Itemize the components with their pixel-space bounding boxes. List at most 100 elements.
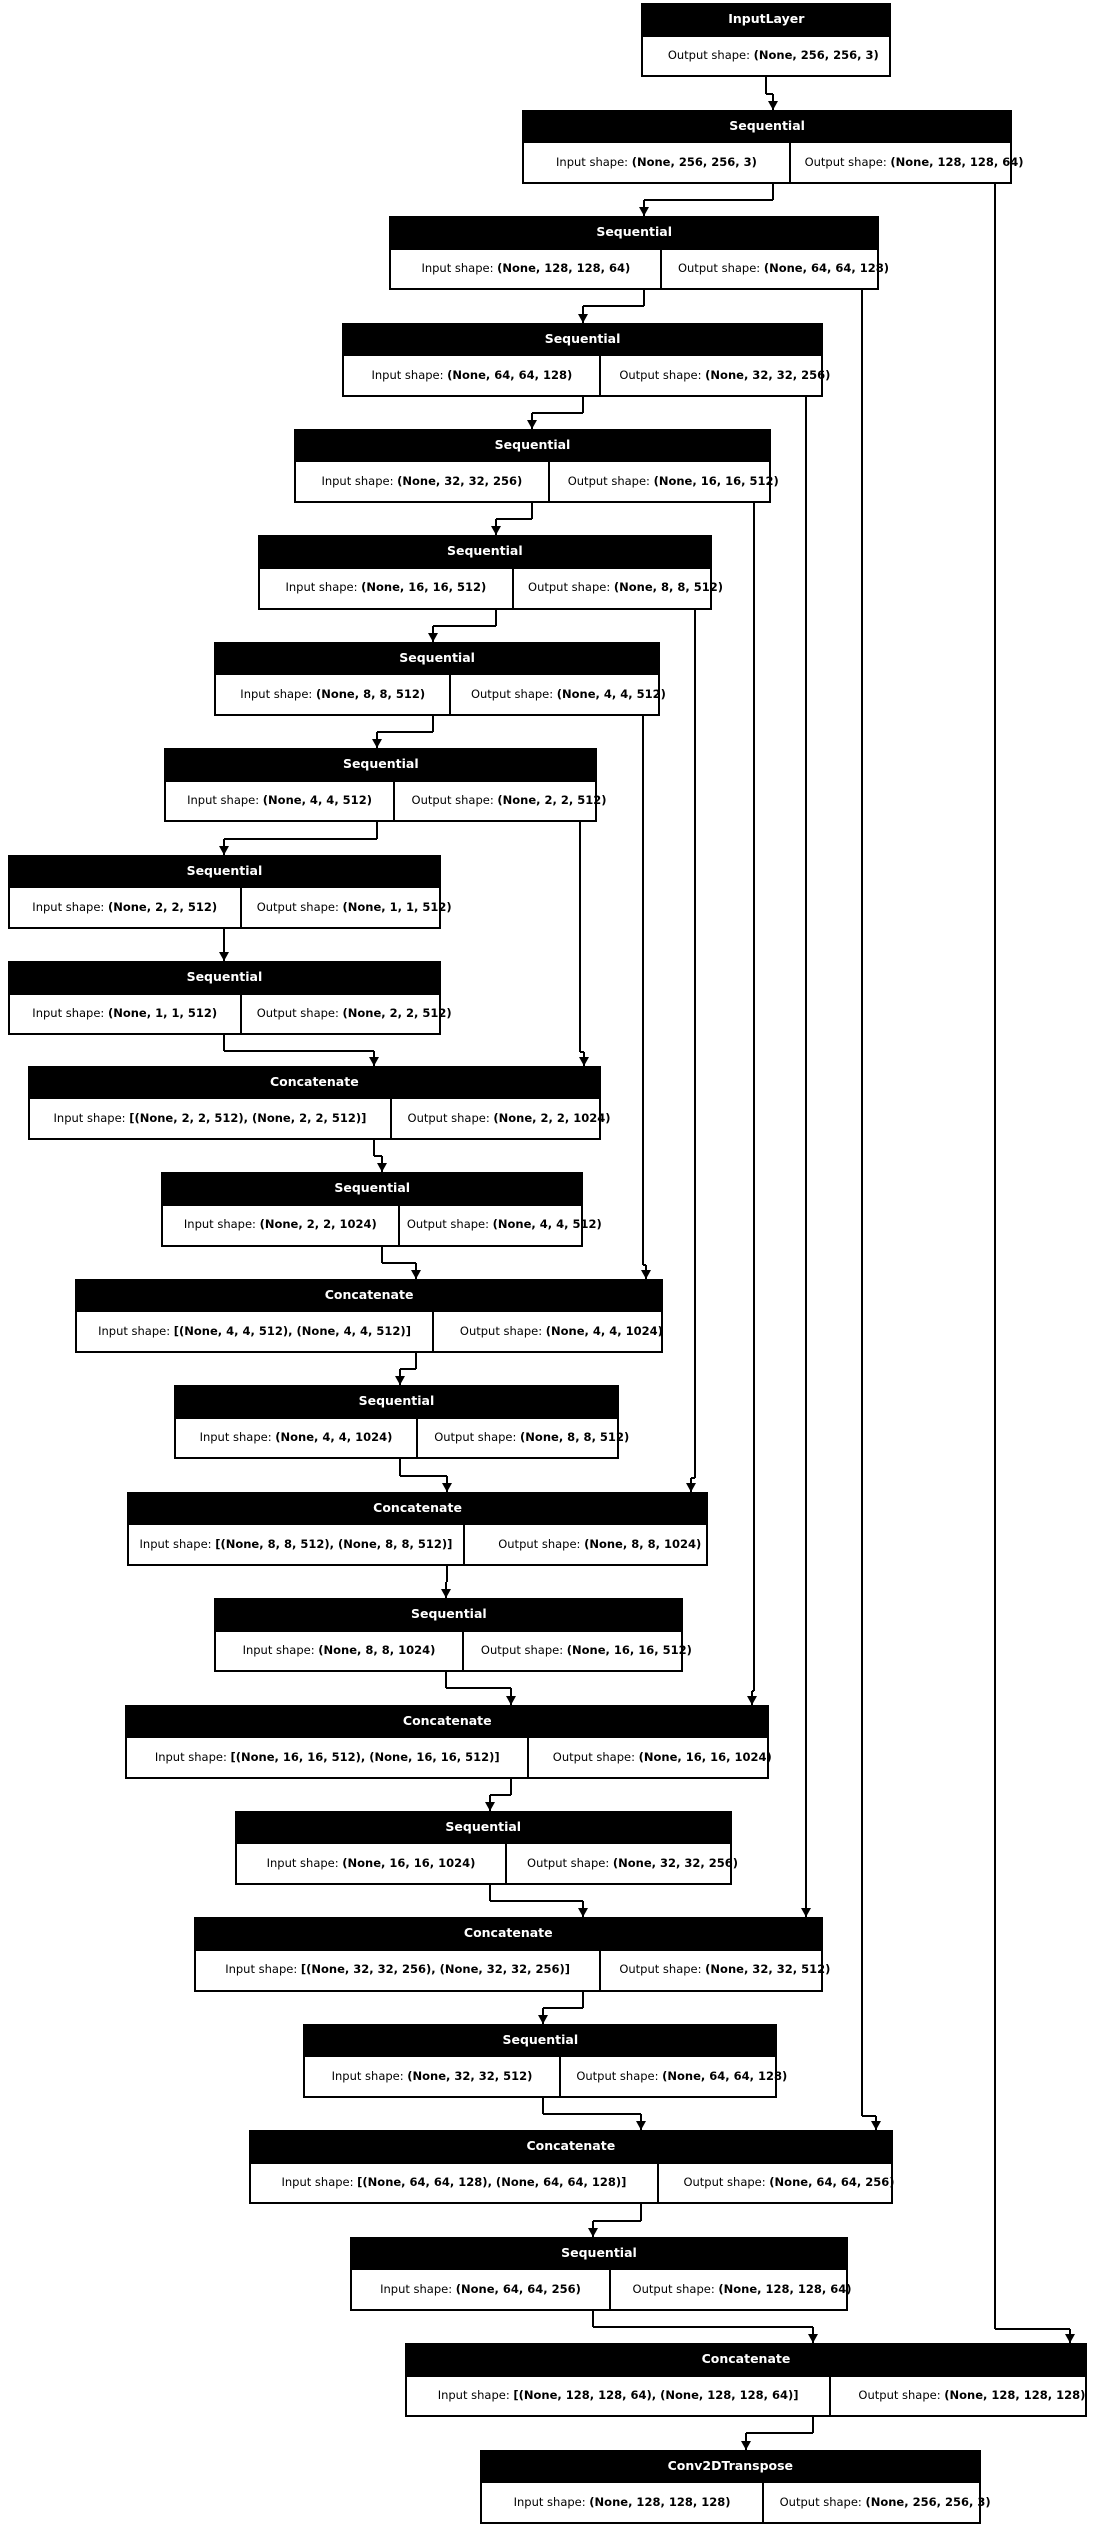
node-shape-row: Input shape: (None, 16, 16, 512)Output s…: [260, 566, 723, 608]
output-shape-label: Output shape:: [459, 1323, 543, 1338]
node-output-shape: Output shape: (None, 8, 8, 512): [418, 1419, 645, 1458]
node-shape-row: Output shape: (None, 256, 256, 3): [643, 34, 890, 76]
edge-seq_dec_3-to-concat_3: [399, 1459, 402, 1476]
input-shape-label: Input shape:: [321, 474, 394, 489]
input-shape-value: [(None, 32, 32, 256), (None, 32, 32, 256…: [300, 1962, 571, 1977]
output-shape-value: (None, 16, 16, 512): [653, 474, 779, 489]
node-input-shape: Input shape: [(None, 128, 128, 64), (Non…: [407, 2376, 832, 2416]
edge-concat_1-to-seq_dec_2: [372, 1140, 375, 1157]
node-shape-row: Input shape: (None, 1, 1, 512)Output sha…: [9, 992, 452, 1034]
edge-seq_dec_6-to-concat_6: [541, 2097, 544, 2115]
arrow-seq_dec_5-to-concat_5: [578, 1908, 589, 1918]
node-output-shape: Output shape: (None, 32, 32, 256): [601, 356, 848, 395]
input-shape-label: Input shape:: [53, 1111, 126, 1125]
edge-input_layer-to-seq_enc_1: [766, 92, 773, 95]
output-shape-value: (None, 32, 32, 512): [705, 1962, 831, 1977]
input-shape-value: (None, 2, 2, 512): [107, 899, 218, 914]
output-shape-label: Output shape:: [434, 1430, 517, 1445]
edge-seq_dec_2-to-concat_2: [380, 1246, 383, 1263]
node-output-shape: Output shape: (None, 32, 32, 256): [507, 1844, 757, 1883]
output-shape-value: (None, 32, 32, 256): [705, 367, 831, 382]
output-shape-value: (None, 256, 256, 3): [753, 48, 879, 63]
input-shape-label: Input shape:: [98, 1323, 171, 1338]
output-shape-value: (None, 64, 64, 128): [763, 261, 889, 276]
node-input-shape: Input shape: [(None, 16, 16, 512), (None…: [127, 1738, 530, 1777]
node-title: InputLayer: [643, 5, 890, 35]
node-title: Sequential: [216, 643, 658, 674]
edge-seq_enc_4-to-seq_enc_5: [530, 503, 533, 520]
node-input-shape: Input shape: (None, 64, 64, 256): [352, 2270, 611, 2309]
node-title: Concatenate: [30, 1067, 599, 1098]
node-output-shape: Output shape: (None, 8, 8, 1024): [465, 1525, 734, 1564]
edge-concat_6-to-seq_dec_7: [640, 2204, 643, 2221]
node-output-shape: Output shape: (None, 256, 256, 3): [764, 2483, 1006, 2522]
skip-arrow-seq_enc_3-to-concat_5: [800, 1908, 811, 1918]
input-shape-label: Input shape:: [242, 1643, 315, 1658]
node-shape-row: Input shape: (None, 64, 64, 128) Output s…: [344, 354, 830, 395]
node-title: Sequential: [296, 430, 769, 461]
node-title: Sequential: [166, 750, 596, 780]
output-shape-label: Output shape:: [480, 1643, 564, 1658]
node-input-shape: Input shape: [(None, 4, 4, 512), (None, …: [77, 1312, 434, 1351]
node-input-shape: Input shape: (None, 32, 32, 256): [296, 462, 550, 502]
skip-seq_enc_2-to-concat_6: [861, 2115, 876, 2118]
skip-seq_enc_6-to-concat_2: [642, 1263, 647, 1266]
edge-concat_7-to-conv2d_transpose: [812, 2417, 815, 2434]
node-output-shape: Output shape: (None, 8, 8, 512): [514, 569, 738, 608]
output-shape-label: Output shape:: [411, 793, 494, 808]
node-output-shape: Output shape: (None, 64, 64, 128): [561, 2057, 803, 2096]
node-shape-row: Input shape: (None, 4, 4, 512)Output sha…: [166, 779, 607, 821]
input-shape-label: Input shape:: [285, 580, 358, 595]
input-shape-label: Input shape:: [139, 1536, 212, 1551]
skip-seq_enc_3-to-concat_5: [804, 396, 807, 1904]
input-shape-label: Input shape:: [183, 1217, 256, 1232]
input-shape-value: (None, 1, 1, 512): [107, 1006, 218, 1021]
arrow-concat_3-to-seq_dec_4: [440, 1589, 451, 1599]
node-title: Sequential: [236, 1812, 730, 1843]
node-title: Conv2DTranspose: [482, 2451, 979, 2482]
input-shape-value: (None, 256, 256, 3): [631, 154, 757, 169]
node-input-shape: Input shape: (None, 64, 64, 128): [344, 356, 602, 395]
node-title: Sequential: [216, 1600, 682, 1630]
node-output-shape: Output shape: (None, 16, 16, 512): [464, 1632, 709, 1671]
node-shape-row: Input shape: [(None, 32, 32, 256), (None…: [195, 1948, 830, 1990]
input-shape-value: (None, 2, 2, 1024): [259, 1217, 377, 1232]
edge-seq_dec_4-to-concat_4: [444, 1672, 447, 1689]
input-shape-label: Input shape:: [421, 261, 494, 276]
node-title: Sequential: [524, 111, 1010, 142]
node-shape-row: Input shape: [(None, 2, 2, 512), (None, …: [30, 1097, 611, 1139]
node-title: Sequential: [344, 324, 821, 355]
input-shape-value: (None, 4, 4, 512): [262, 793, 372, 808]
edge-seq_enc_6-to-seq_enc_7: [376, 731, 434, 734]
output-shape-label: Output shape:: [256, 1006, 339, 1021]
output-shape-value: (None, 2, 2, 1024): [493, 1111, 611, 1125]
edge-seq_enc_6-to-seq_enc_7: [432, 715, 435, 733]
output-shape-label: Output shape:: [619, 367, 702, 382]
output-shape-label: Output shape:: [804, 154, 887, 169]
arrow-seq_dec_6-to-concat_6: [636, 2121, 647, 2131]
